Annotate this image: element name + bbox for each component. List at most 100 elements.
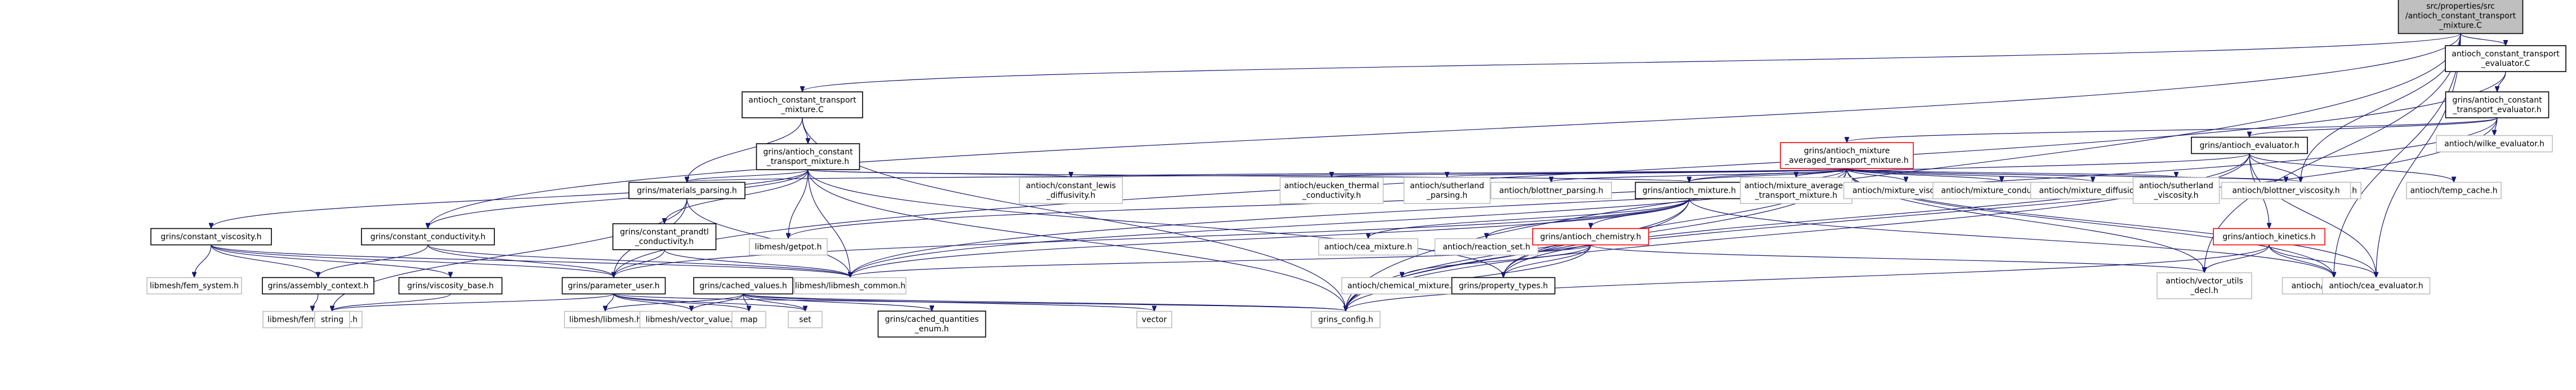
graph-node-g_cc[interactable]: grins/constant_conductivity.h xyxy=(361,228,495,246)
graph-node-set[interactable]: set xyxy=(788,311,823,329)
node-label: grins/parameter_user.h xyxy=(568,282,660,291)
dependency-edge xyxy=(1332,168,1847,177)
node-box xyxy=(1740,177,1852,204)
dependency-edge xyxy=(850,198,1690,277)
node-label: _mixture.C xyxy=(2439,21,2482,30)
graph-node-g_ac[interactable]: grins/antioch_chemistry.h xyxy=(1532,228,1649,246)
graph-node-grins_config[interactable]: grins_config.h xyxy=(1311,311,1381,329)
graph-node-g_cqe[interactable]: grins/cached_quantities_enum.h xyxy=(877,311,986,338)
graph-node-root[interactable]: src/properties/src/antioch_constant_tran… xyxy=(2398,0,2524,34)
node-label: grins/antioch_kinetics.h xyxy=(2222,233,2316,242)
graph-node-wilke[interactable]: antioch/wilke_evaluator.h xyxy=(2436,135,2553,153)
graph-node-string[interactable]: string xyxy=(314,311,350,329)
dependency-edge xyxy=(2497,71,2506,91)
graph-node-vector[interactable]: vector xyxy=(1136,311,1172,329)
graph-node-fem_sys[interactable]: libmesh/fem_system.h xyxy=(146,277,242,295)
graph-node-g_mp[interactable]: grins/materials_parsing.h xyxy=(628,181,745,200)
graph-node-g_cpc[interactable]: grins/constant_prandtl_conductivity.h xyxy=(612,223,717,250)
dependency-edge xyxy=(743,294,749,311)
graph-node-g_cv[interactable]: grins/constant_viscosity.h xyxy=(150,228,272,246)
graph-node-g_amatm[interactable]: grins/antioch_mixture_averaged_transport… xyxy=(1780,142,1914,169)
dependency-edge xyxy=(613,293,1346,311)
node-label: grins/antioch_chemistry.h xyxy=(1540,233,1641,242)
node-label: vector xyxy=(1142,316,1167,325)
dependency-edge xyxy=(614,198,1690,277)
graph-node-eucken[interactable]: antioch/eucken_thermal_conductivity.h xyxy=(1279,177,1384,204)
node-box xyxy=(1311,311,1381,329)
node-label: antioch/blottner_viscosity.h xyxy=(2232,187,2340,196)
graph-node-cea_eval[interactable]: antioch/cea_evaluator.h xyxy=(2321,277,2431,295)
node-label: libmesh/getpot.h xyxy=(755,243,822,252)
graph-node-blot_v[interactable]: antioch/blottner_viscosity.h xyxy=(2221,181,2351,200)
graph-node-g_asc[interactable]: grins/assembly_context.h xyxy=(262,277,374,295)
dependency-edge xyxy=(332,293,451,311)
graph-node-vud[interactable]: antioch/vector_utils_decl.h xyxy=(2157,272,2252,299)
graph-node-acm[interactable]: antioch_constant_transport_mixture.C xyxy=(742,91,863,118)
node-box xyxy=(756,143,860,170)
node-label: /antioch_constant_transport xyxy=(2405,12,2516,21)
dependency-edge xyxy=(1590,244,2204,273)
node-label: antioch/sutherland xyxy=(2139,181,2213,190)
node-box xyxy=(877,311,986,338)
graph-node-lm_vec[interactable]: libmesh/vector_value.h xyxy=(639,311,744,329)
dependency-edge xyxy=(614,249,665,277)
graph-node-suth_v[interactable]: antioch/sutherland_viscosity.h xyxy=(2132,177,2220,204)
graph-node-chem_mix[interactable]: antioch/chemical_mixture.h xyxy=(1341,277,1463,295)
graph-node-rset[interactable]: antioch/reaction_set.h xyxy=(1434,238,1539,256)
graph-node-g_pu[interactable]: grins/parameter_user.h xyxy=(561,277,666,295)
node-box xyxy=(794,277,907,295)
node-label: antioch/wilke_evaluator.h xyxy=(2444,140,2544,149)
graph-node-mat[interactable]: antioch/mixture_averaged_transport_mixtu… xyxy=(1740,177,1852,204)
graph-node-g_acte[interactable]: grins/antioch_constant_transport_evaluat… xyxy=(2445,91,2550,118)
node-label: _transport_evaluator.h xyxy=(2452,105,2541,114)
graph-node-lewis[interactable]: antioch/constant_lewis_diffusivity.h xyxy=(1019,177,1123,204)
graph-node-blot_p[interactable]: antioch/blottner_parsing.h xyxy=(1490,181,1612,200)
node-label: _parsing.h xyxy=(1426,191,1468,200)
dependency-edge xyxy=(332,293,614,311)
dependency-edge xyxy=(2376,33,2461,277)
graph-node-lm_common[interactable]: libmesh/libmesh_common.h xyxy=(794,277,907,295)
dependency-edge xyxy=(613,293,749,311)
dependency-edge xyxy=(743,293,1346,311)
graph-node-g_cav[interactable]: grins/cached_values.h xyxy=(693,277,793,295)
node-label: grins/viscosity_base.h xyxy=(407,282,494,291)
node-box xyxy=(1780,142,1914,169)
graph-node-g_am[interactable]: grins/antioch_mixture.h xyxy=(1635,181,1744,200)
node-label: _conductivity.h xyxy=(635,237,694,246)
dependency-edge xyxy=(2269,245,2334,277)
node-box xyxy=(2191,136,2308,154)
graph-node-ace[interactable]: antioch_constant_transport_evaluator.C xyxy=(2445,45,2566,72)
graph-node-g_actm[interactable]: grins/antioch_constant_transport_mixture… xyxy=(756,143,860,170)
graph-node-map[interactable]: map xyxy=(731,311,766,329)
dependency-edge xyxy=(1846,168,2301,182)
graph-node-temp_cache[interactable]: antioch/temp_cache.h xyxy=(2406,181,2502,200)
node-box xyxy=(1136,311,1172,329)
node-label: libmesh/libmesh.h xyxy=(569,316,641,325)
node-label: _transport_mixture.h xyxy=(766,157,849,166)
dependency-edge xyxy=(691,294,744,311)
dependency-edge xyxy=(807,169,1689,182)
node-box xyxy=(612,223,717,250)
graph-node-g_pt[interactable]: grins/property_types.h xyxy=(1451,277,1556,295)
dependency-edge xyxy=(211,244,850,277)
dependency-edge xyxy=(2460,33,2506,46)
graph-node-suth_p[interactable]: antioch/sutherland_parsing.h xyxy=(1403,177,1491,204)
graph-node-getpot[interactable]: libmesh/getpot.h xyxy=(749,238,828,256)
dependency-edge xyxy=(2249,153,2301,182)
dependency-edge xyxy=(1796,168,1847,177)
node-box xyxy=(1019,177,1123,204)
graph-node-cea_mix[interactable]: antioch/cea_mixture.h xyxy=(1318,238,1418,256)
graph-node-g_ak[interactable]: grins/antioch_kinetics.h xyxy=(2213,228,2325,246)
node-label: src/properties/src xyxy=(2426,2,2495,11)
node-box xyxy=(1532,228,1649,246)
node-label: grins/property_types.h xyxy=(1459,282,1548,291)
graph-node-g_ae[interactable]: grins/antioch_evaluator.h xyxy=(2191,136,2308,154)
graph-node-g_vb[interactable]: grins/viscosity_base.h xyxy=(398,277,503,295)
dependency-edge xyxy=(1551,168,1847,182)
node-box xyxy=(262,277,374,295)
dependency-edge xyxy=(2334,33,2461,277)
dependency-edge xyxy=(428,169,809,228)
graph-node-lm_libmesh[interactable]: libmesh/libmesh.h xyxy=(564,311,647,329)
node-label: libmesh/fem_system.h xyxy=(150,282,239,291)
dependency-edge xyxy=(664,249,850,277)
